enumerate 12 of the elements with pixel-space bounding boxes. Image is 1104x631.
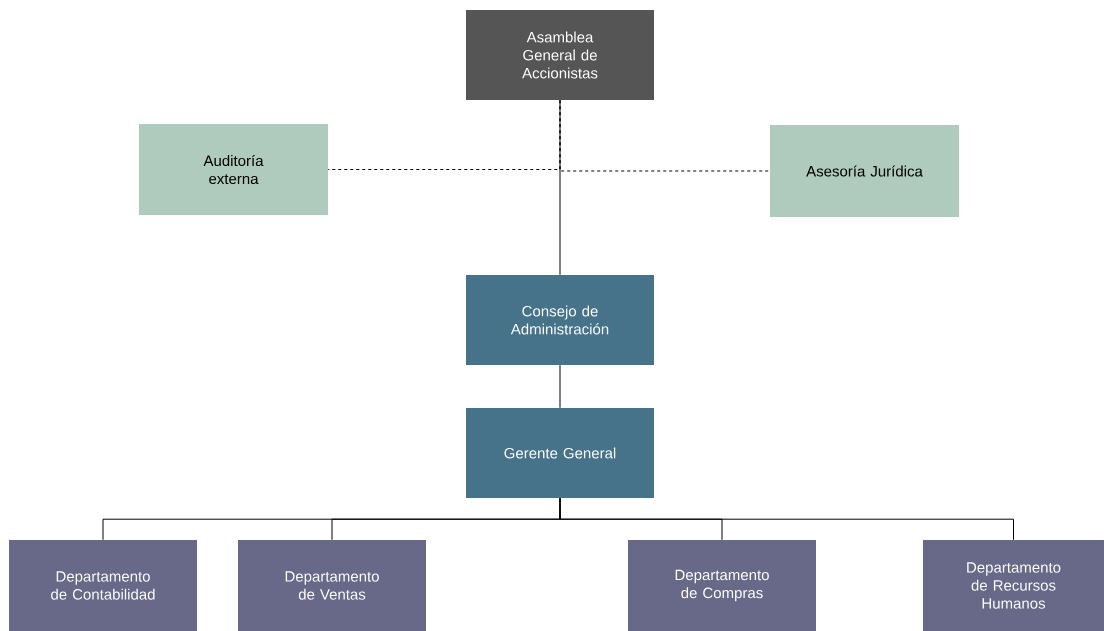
board-box: Consejo de Administración [466,275,654,365]
manager-box: Gerente General [466,408,654,498]
department-box: Departamento de Recursos Humanos [923,540,1104,631]
department-box: Departamento de Contabilidad [9,540,197,631]
connector-line [559,364,561,409]
shareholder-box: Asamblea General de Accionistas [466,10,654,100]
connector-line [559,99,561,276]
connector-line [559,497,1014,541]
advisory-box: Auditoría externa [139,124,328,215]
department-box: Departamento de Compras [628,540,816,631]
advisory-box: Asesoría Jurídica [770,125,959,217]
department-box: Departamento de Ventas [238,540,426,631]
